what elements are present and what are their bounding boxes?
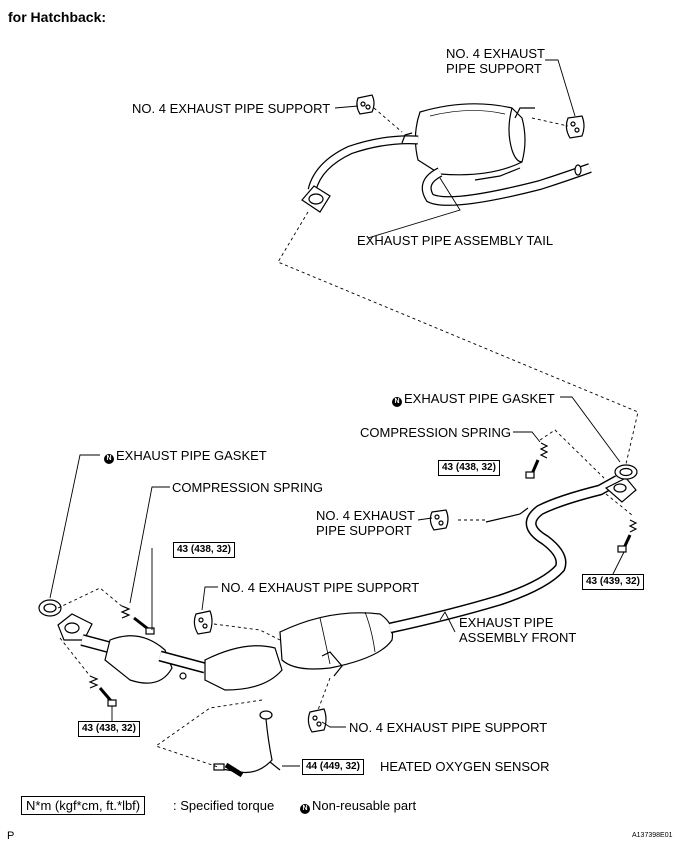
non-reusable-legend-icon: N (300, 804, 310, 814)
torque-right-spring: 43 (438, 32) (438, 460, 500, 476)
label-support-mid-line1: NO. 4 EXHAUST (316, 508, 415, 523)
label-support-top-right-line2: PIPE SUPPORT (446, 61, 542, 76)
torque-right-flange: 43 (439, 32) (582, 574, 644, 590)
diagram-title: for Hatchback: (8, 9, 107, 25)
heated-oxygen-sensor-part (213, 710, 281, 778)
torque-sensor: 44 (449, 32) (302, 759, 364, 775)
exhaust-pipe-gasket-left-part (38, 599, 62, 617)
pipe-support-top-left-part (356, 94, 375, 115)
label-tail-assembly: EXHAUST PIPE ASSEMBLY TAIL (357, 233, 554, 248)
pipe-support-center-part (193, 610, 213, 635)
label-support-top-left: NO. 4 EXHAUST PIPE SUPPORT (132, 101, 331, 116)
leader-lines (49, 59, 625, 767)
compression-spring-right-part (525, 442, 549, 479)
legend-non-reusable-text: Non-reusable part (312, 798, 417, 813)
pipe-support-top-right-part (565, 115, 585, 139)
label-gasket-right-text: EXHAUST PIPE GASKET (404, 391, 555, 406)
label-front-assembly-line2: ASSEMBLY FRONT (459, 630, 577, 645)
label-spring-right: COMPRESSION SPRING (360, 425, 511, 440)
label-oxygen-sensor: HEATED OXYGEN SENSOR (380, 759, 550, 774)
label-gasket-left-text: EXHAUST PIPE GASKET (116, 448, 267, 463)
assembly-guides (57, 107, 639, 768)
non-reusable-icon: N (104, 454, 114, 464)
pipe-support-bottom-part (307, 708, 327, 733)
label-spring-left: COMPRESSION SPRING (172, 480, 323, 495)
torque-left-spring: 43 (438, 32) (173, 542, 235, 558)
legend-torque-unit: N*m (kgf*cm, ft.*lbf) (21, 796, 146, 815)
non-reusable-icon: N (392, 397, 402, 407)
exhaust-pipe-assembly-tail (301, 103, 592, 213)
label-support-top-right-line1: NO. 4 EXHAUST (446, 46, 545, 61)
figure-id: A137398E01 (632, 832, 673, 839)
torque-left-flange: 43 (438, 32) (78, 721, 140, 737)
label-front-assembly-line1: EXHAUST PIPE (459, 615, 554, 630)
legend-torque-desc: : Specified torque (173, 798, 275, 813)
label-support-mid-line2: PIPE SUPPORT (316, 523, 412, 538)
compression-spring-left-lower-part (88, 675, 117, 707)
exhaust-pipe-assembly-front (57, 475, 637, 691)
compression-spring-right-flange-part (617, 519, 638, 553)
label-support-center: NO. 4 EXHAUST PIPE SUPPORT (221, 580, 420, 595)
page-mark: P (7, 830, 15, 842)
label-support-bottom: NO. 4 EXHAUST PIPE SUPPORT (349, 720, 548, 735)
pipe-support-mid-part (429, 509, 449, 531)
exhaust-pipe-gasket-right-part (614, 464, 638, 480)
compression-spring-left-part (120, 605, 155, 635)
